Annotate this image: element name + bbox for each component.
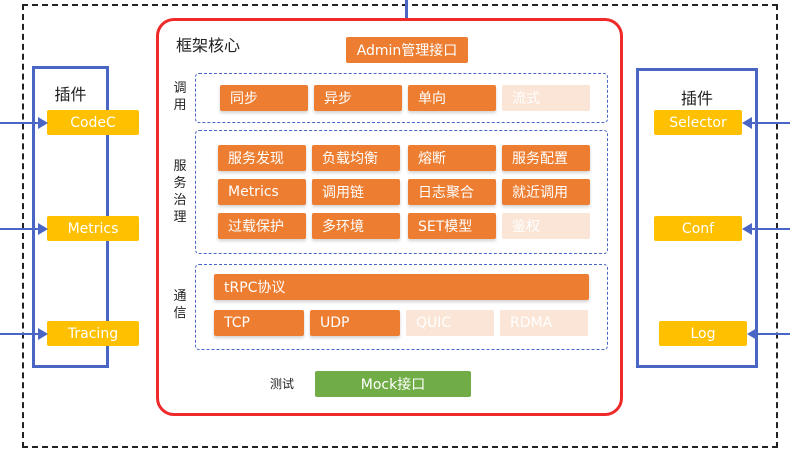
mock-interface[interactable]: Mock接口: [315, 371, 471, 397]
selector-arrow-line: [752, 122, 790, 124]
governance-group-label: 服务治理: [173, 159, 187, 225]
chip-set-model[interactable]: SET模型: [408, 213, 496, 239]
chip-log-aggregation[interactable]: 日志聚合: [408, 179, 496, 205]
plugin-tracing[interactable]: Tracing: [47, 321, 139, 346]
codec-arrow-head: [38, 117, 48, 129]
chip-oneway[interactable]: 单向: [408, 85, 496, 111]
selector-arrow-head: [742, 117, 752, 129]
call-group: [195, 73, 608, 123]
plugin-codec[interactable]: CodeC: [47, 110, 139, 135]
chip-quic[interactable]: QUIC: [406, 310, 494, 336]
chip-load-balancing[interactable]: 负载均衡: [312, 145, 400, 171]
admin-arrow-line: [405, 0, 408, 26]
metrics-arrow-head: [38, 223, 48, 235]
chip-service-config[interactable]: 服务配置: [502, 145, 590, 171]
test-label: 测试: [270, 377, 295, 391]
chip-udp[interactable]: UDP: [310, 310, 400, 336]
chip-nearby-call[interactable]: 就近调用: [502, 179, 590, 205]
core-title: 框架核心: [176, 36, 241, 55]
outer-boundary: [22, 4, 778, 448]
chip-stream[interactable]: 流式: [502, 85, 590, 111]
plugin-log[interactable]: Log: [659, 321, 747, 346]
chip-async[interactable]: 异步: [314, 85, 402, 111]
tracing-arrow-head: [38, 328, 48, 340]
chip-tcp[interactable]: TCP: [214, 310, 304, 336]
log-arrow-line: [757, 333, 790, 335]
metrics-arrow-line: [0, 228, 38, 230]
chip-overload-protection[interactable]: 过载保护: [218, 213, 306, 239]
admin-interface[interactable]: Admin管理接口: [346, 37, 468, 63]
chip-metrics[interactable]: Metrics: [218, 179, 306, 205]
chip-sync[interactable]: 同步: [220, 85, 308, 111]
comm-group-label: 通信: [173, 289, 187, 321]
comm-group: [195, 264, 608, 350]
chip-circuit-breaker[interactable]: 熔断: [408, 145, 496, 171]
left-plugin-title: 插件: [54, 85, 87, 104]
chip-rdma[interactable]: RDMA: [500, 310, 588, 336]
plugin-selector[interactable]: Selector: [654, 110, 742, 135]
chip-trpc-protocol[interactable]: tRPC协议: [214, 274, 589, 300]
chip-multi-env[interactable]: 多环境: [312, 213, 400, 239]
codec-arrow-line: [0, 122, 38, 124]
chip-auth[interactable]: 鉴权: [502, 213, 590, 239]
governance-group: [195, 130, 608, 254]
tracing-arrow-line: [0, 333, 38, 335]
chip-call-chain[interactable]: 调用链: [312, 179, 400, 205]
conf-arrow-line: [752, 228, 790, 230]
call-group-label: 调用: [173, 81, 187, 113]
plugin-metrics[interactable]: Metrics: [47, 216, 139, 241]
conf-arrow-head: [742, 223, 752, 235]
log-arrow-head: [747, 328, 757, 340]
right-plugin-title: 插件: [680, 89, 713, 108]
chip-service-discovery[interactable]: 服务发现: [218, 145, 306, 171]
plugin-conf[interactable]: Conf: [654, 216, 742, 241]
